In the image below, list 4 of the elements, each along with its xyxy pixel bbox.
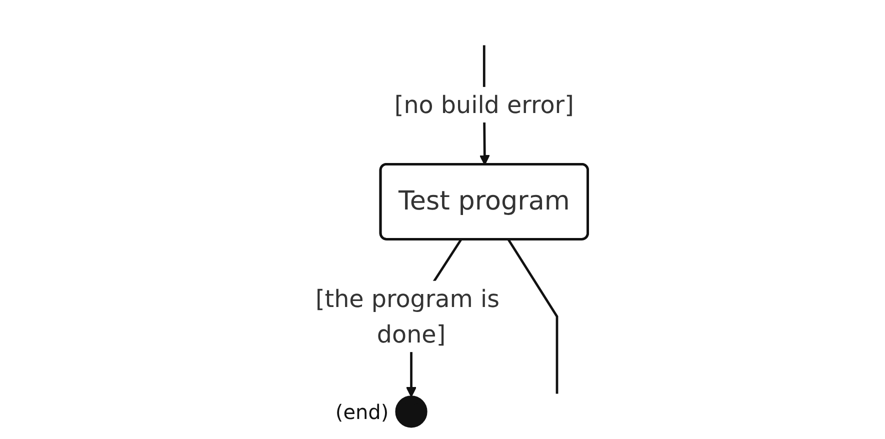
- node-circle: [395, 396, 428, 428]
- node-caption: (end): [335, 400, 389, 424]
- edge-label: [no build error]: [394, 90, 574, 119]
- edge-label: [the program is done]: [315, 284, 500, 349]
